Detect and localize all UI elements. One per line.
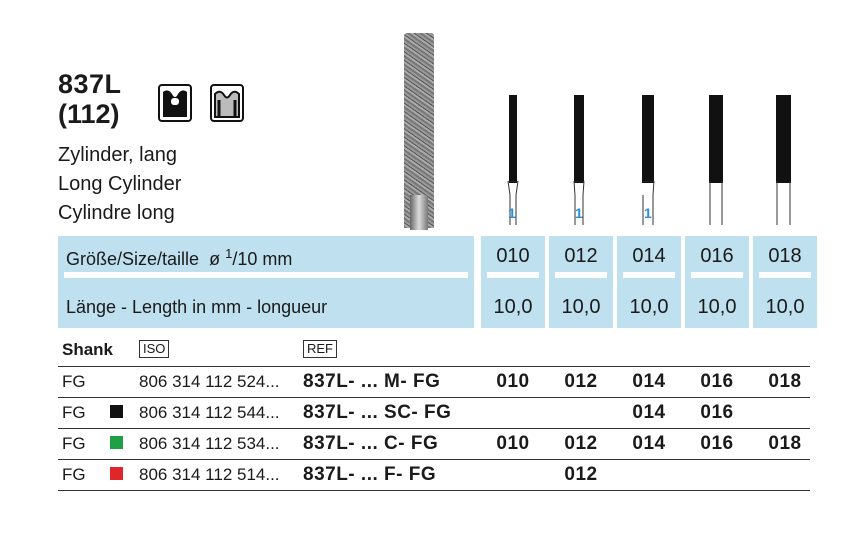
size-divider bbox=[623, 272, 675, 278]
size-divider bbox=[691, 272, 743, 278]
size-column bbox=[481, 236, 545, 328]
size-cell: 010 bbox=[496, 433, 530, 454]
description-fr: Cylindre long bbox=[58, 202, 175, 224]
size-cell: 016 bbox=[700, 402, 734, 423]
size-cell: 012 bbox=[564, 371, 598, 392]
size-cell: 016 bbox=[700, 433, 734, 454]
size-column bbox=[753, 236, 817, 328]
description-en: Long Cylinder bbox=[58, 173, 182, 195]
size-cell: 014 bbox=[632, 402, 666, 423]
size-length-header bbox=[58, 236, 474, 328]
black-grit-marker bbox=[110, 405, 123, 418]
size-cell: 018 bbox=[768, 433, 802, 454]
table-divider bbox=[58, 366, 810, 367]
iso-cell: 806 314 112 544... bbox=[139, 403, 280, 422]
col-ref-header: REF bbox=[303, 340, 337, 358]
size-cell: 018 bbox=[768, 371, 802, 392]
size-cell: 012 bbox=[564, 464, 598, 485]
product-code: 837L bbox=[58, 69, 122, 99]
iso-cell: 806 314 112 524... bbox=[139, 372, 280, 391]
shank-cell: FG bbox=[62, 465, 86, 484]
length-value: 10,0 bbox=[697, 296, 737, 318]
size-value: 010 bbox=[496, 245, 530, 267]
header-divider bbox=[64, 272, 468, 278]
red-grit-marker bbox=[110, 467, 123, 480]
ref-cell: 837L- ... SC- FG bbox=[303, 402, 452, 423]
size-column bbox=[617, 236, 681, 328]
product-figure: (112) bbox=[58, 99, 120, 129]
size-value: 018 bbox=[768, 245, 802, 267]
ref-cell: 837L- ... C- FG bbox=[303, 433, 439, 454]
size-label: Größe/Size/taille ø 1/10 mm bbox=[66, 246, 293, 269]
table-divider bbox=[58, 428, 810, 429]
iso-cell: 806 314 112 514... bbox=[139, 465, 280, 484]
size-cell: 014 bbox=[632, 371, 666, 392]
size-cell: 014 bbox=[632, 433, 666, 454]
size-divider bbox=[555, 272, 607, 278]
col-shank-header: Shank bbox=[62, 340, 114, 359]
col-iso-header: ISO bbox=[139, 340, 170, 358]
size-column bbox=[549, 236, 613, 328]
size-cell: 010 bbox=[496, 371, 530, 392]
length-value: 10,0 bbox=[493, 296, 533, 318]
size-value: 012 bbox=[564, 245, 598, 267]
tool-marker: 1 bbox=[644, 205, 652, 221]
table-divider bbox=[58, 459, 810, 460]
iso-cell: 806 314 112 534... bbox=[139, 434, 280, 453]
length-value: 10,0 bbox=[561, 296, 601, 318]
size-divider bbox=[759, 272, 811, 278]
size-value: 014 bbox=[632, 245, 666, 267]
length-value: 10,0 bbox=[765, 296, 805, 318]
size-cell: 016 bbox=[700, 371, 734, 392]
tool-marker: 1 bbox=[575, 205, 583, 221]
length-label: Länge - Length in mm - longueur bbox=[66, 297, 328, 317]
bur-stem bbox=[410, 195, 428, 230]
length-value: 10,0 bbox=[629, 296, 669, 318]
table-divider bbox=[58, 490, 810, 491]
size-divider bbox=[487, 272, 539, 278]
tool-marker: 1 bbox=[508, 205, 516, 221]
shank-cell: FG bbox=[62, 403, 86, 422]
ref-cell: 837L- ... M- FG bbox=[303, 371, 441, 392]
size-value: 016 bbox=[700, 245, 734, 267]
description-de: Zylinder, lang bbox=[58, 144, 177, 166]
ref-cell: 837L- ... F- FG bbox=[303, 464, 437, 485]
shank-cell: FG bbox=[62, 372, 86, 391]
crown-outline-icon bbox=[210, 84, 244, 122]
size-cell: 012 bbox=[564, 433, 598, 454]
solid-crown-icon bbox=[158, 84, 192, 122]
green-grit-marker bbox=[110, 436, 123, 449]
table-divider bbox=[58, 397, 810, 398]
size-column bbox=[685, 236, 749, 328]
shank-cell: FG bbox=[62, 434, 86, 453]
